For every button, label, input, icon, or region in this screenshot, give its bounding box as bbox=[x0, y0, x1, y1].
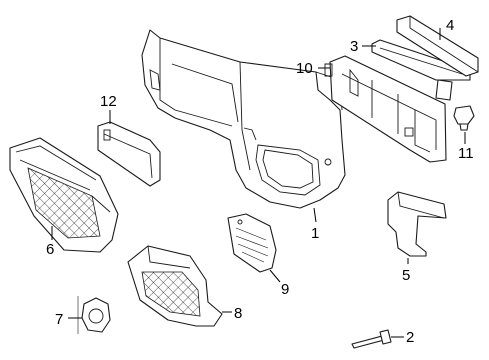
part-9-panel bbox=[227, 213, 277, 273]
part-10-carrier bbox=[324, 55, 447, 163]
leader-lines bbox=[51, 28, 466, 338]
callout-3: 3 bbox=[350, 38, 358, 55]
part-2-bolt bbox=[351, 329, 392, 349]
callout-5: 5 bbox=[402, 267, 410, 284]
callout-12: 12 bbox=[100, 93, 117, 110]
part-12-bracket bbox=[97, 121, 161, 187]
callout-2: 2 bbox=[406, 329, 414, 346]
part-5-side-bracket bbox=[387, 191, 447, 257]
callout-8: 8 bbox=[234, 305, 242, 322]
callout-11: 11 bbox=[458, 145, 474, 162]
callout-labels: 1 2 3 4 5 6 7 8 9 10 11 12 bbox=[46, 17, 474, 346]
part-6-grille bbox=[9, 137, 119, 253]
leader-1 bbox=[313, 207, 317, 223]
part-4-absorber bbox=[396, 15, 479, 77]
leader-9 bbox=[269, 269, 281, 283]
callout-4: 4 bbox=[446, 17, 454, 34]
callout-10: 10 bbox=[296, 60, 313, 77]
callout-6: 6 bbox=[46, 241, 54, 258]
callout-7: 7 bbox=[55, 311, 63, 328]
part-1-bumper-frame bbox=[141, 29, 346, 209]
part-7-lamp-cover bbox=[77, 296, 111, 334]
part-3-strip bbox=[371, 39, 471, 101]
part-11-clip bbox=[453, 105, 475, 131]
callout-9: 9 bbox=[281, 281, 289, 298]
part-8-lower-grille bbox=[127, 245, 223, 327]
callout-1: 1 bbox=[311, 225, 319, 242]
